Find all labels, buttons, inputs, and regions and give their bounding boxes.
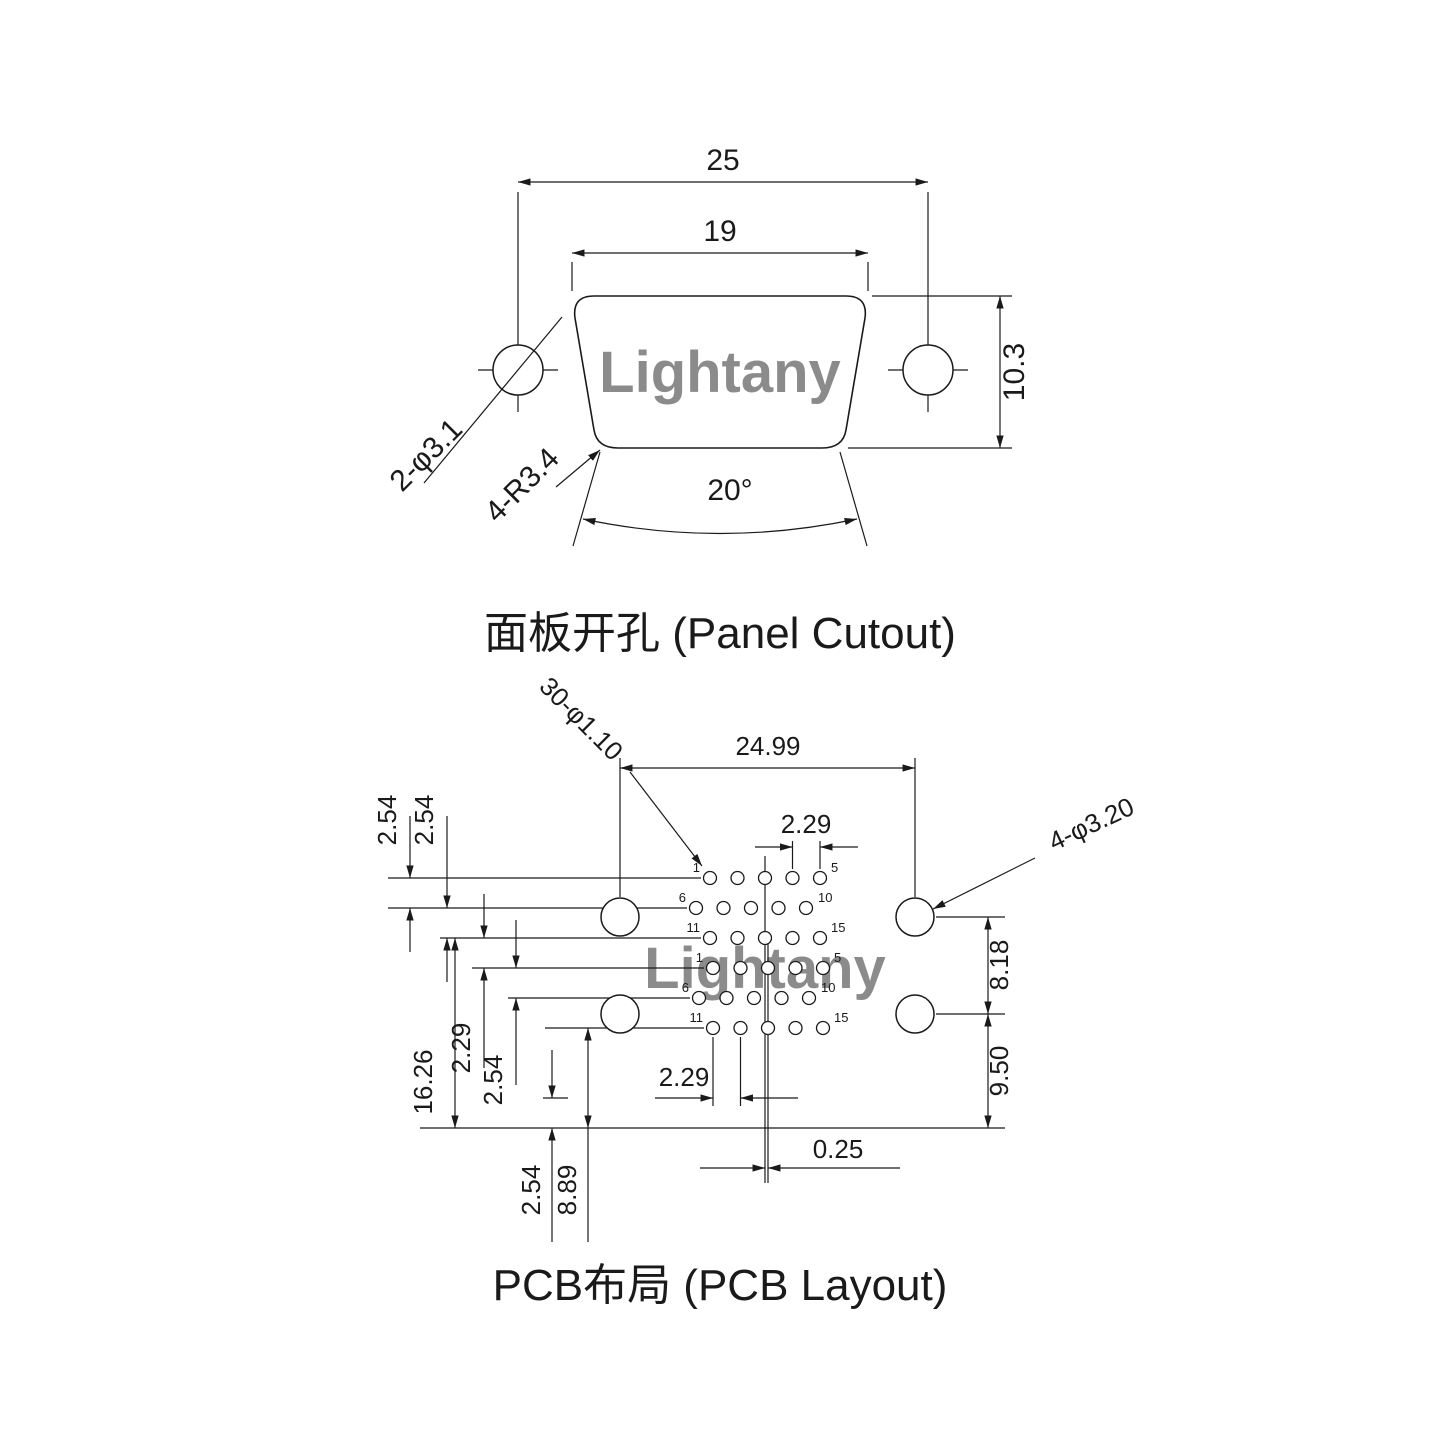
pin-label: 11 <box>687 920 701 935</box>
panel-label-corner-radius: 4-R3.4 <box>479 442 566 529</box>
pcb-dim-pitch-top: 2.29 <box>781 809 832 839</box>
pcb-dim-row12: 2.54 <box>372 795 402 846</box>
panel-dim-inner-width-lines <box>571 249 869 291</box>
pcb-dim-mount-span-lines <box>619 758 916 897</box>
panel-dim-height: 10.3 <box>998 343 1031 401</box>
panel-dsub-cutout-shape <box>573 295 867 449</box>
panel-dim-inner-width: 19 <box>703 215 736 248</box>
pin-label: 10 <box>821 980 835 995</box>
panel-angle-construction <box>572 451 868 547</box>
pcb-layout-drawing: Lightany 24.99 30-φ1.10 4-φ <box>372 671 1139 1310</box>
pcb-dim-pitch-top-lines <box>755 841 858 869</box>
panel-mount-hole-right <box>888 344 968 396</box>
panel-dim-angle: 20° <box>707 474 752 507</box>
pin-label: 6 <box>682 980 689 995</box>
pin-labels-top-connector: 1 5 6 10 11 15 <box>679 860 846 935</box>
pin-label: 6 <box>679 890 686 905</box>
pcb-dim-mount-gap: 8.18 <box>984 940 1014 991</box>
pcb-mount-holes-leader <box>932 857 1036 910</box>
pcb-centerlines <box>764 856 769 1183</box>
pcb-dim-row34: 2.29 <box>446 1023 476 1074</box>
pcb-dim-row23: 2.54 <box>409 795 439 846</box>
pcb-title: PCB布局 (PCB Layout) <box>493 1261 948 1310</box>
pcb-dim-total-height: 16.26 <box>408 1049 438 1114</box>
pcb-mount-holes <box>600 897 935 1034</box>
watermark-text: Lightany <box>599 340 841 405</box>
pin-label: 11 <box>690 1010 704 1025</box>
panel-dim-outer-width: 25 <box>706 144 739 177</box>
pin-hole-grid <box>688 870 831 1036</box>
pcb-label-pin-holes: 30-φ1.10 <box>534 671 629 766</box>
panel-dim-height-lines <box>848 295 1012 449</box>
panel-cutout-drawing: Lightany 25 19 <box>384 144 1031 658</box>
pcb-dim-bottom-small: 2.54 <box>516 1165 546 1216</box>
pcb-dim-bottom-large: 8.89 <box>552 1165 582 1216</box>
panel-title: 面板开孔 (Panel Cutout) <box>484 609 956 658</box>
pin-label: 10 <box>818 890 832 905</box>
pin-label: 1 <box>693 860 700 875</box>
pin-label: 15 <box>834 1010 848 1025</box>
pin-label: 5 <box>831 860 838 875</box>
pin-label: 15 <box>831 920 845 935</box>
pcb-dim-row45: 2.54 <box>478 1055 508 1106</box>
pcb-dim-pitch-bottom-lines <box>655 1037 798 1106</box>
pcb-dim-mount-bottom: 9.50 <box>984 1046 1014 1097</box>
pin-labels-bottom-connector: 1 5 6 10 11 15 <box>682 950 849 1025</box>
pin-label: 1 <box>696 950 703 965</box>
pcb-dim-mount-span: 24.99 <box>735 731 800 761</box>
pcb-dim-pitch-bottom: 2.29 <box>659 1062 710 1092</box>
panel-mount-holes-leader <box>423 316 563 484</box>
pcb-dim-mount-gap-lines <box>936 916 1005 1015</box>
pcb-dim-center-offset: 0.25 <box>813 1134 864 1164</box>
pin-label: 5 <box>834 950 841 965</box>
pcb-label-mount-holes: 4-φ3.20 <box>1044 791 1139 856</box>
panel-corner-radius-leader <box>555 449 601 488</box>
panel-label-mount-holes: 2-φ3.1 <box>384 413 469 498</box>
pcb-pin-holes-leader <box>629 771 703 867</box>
